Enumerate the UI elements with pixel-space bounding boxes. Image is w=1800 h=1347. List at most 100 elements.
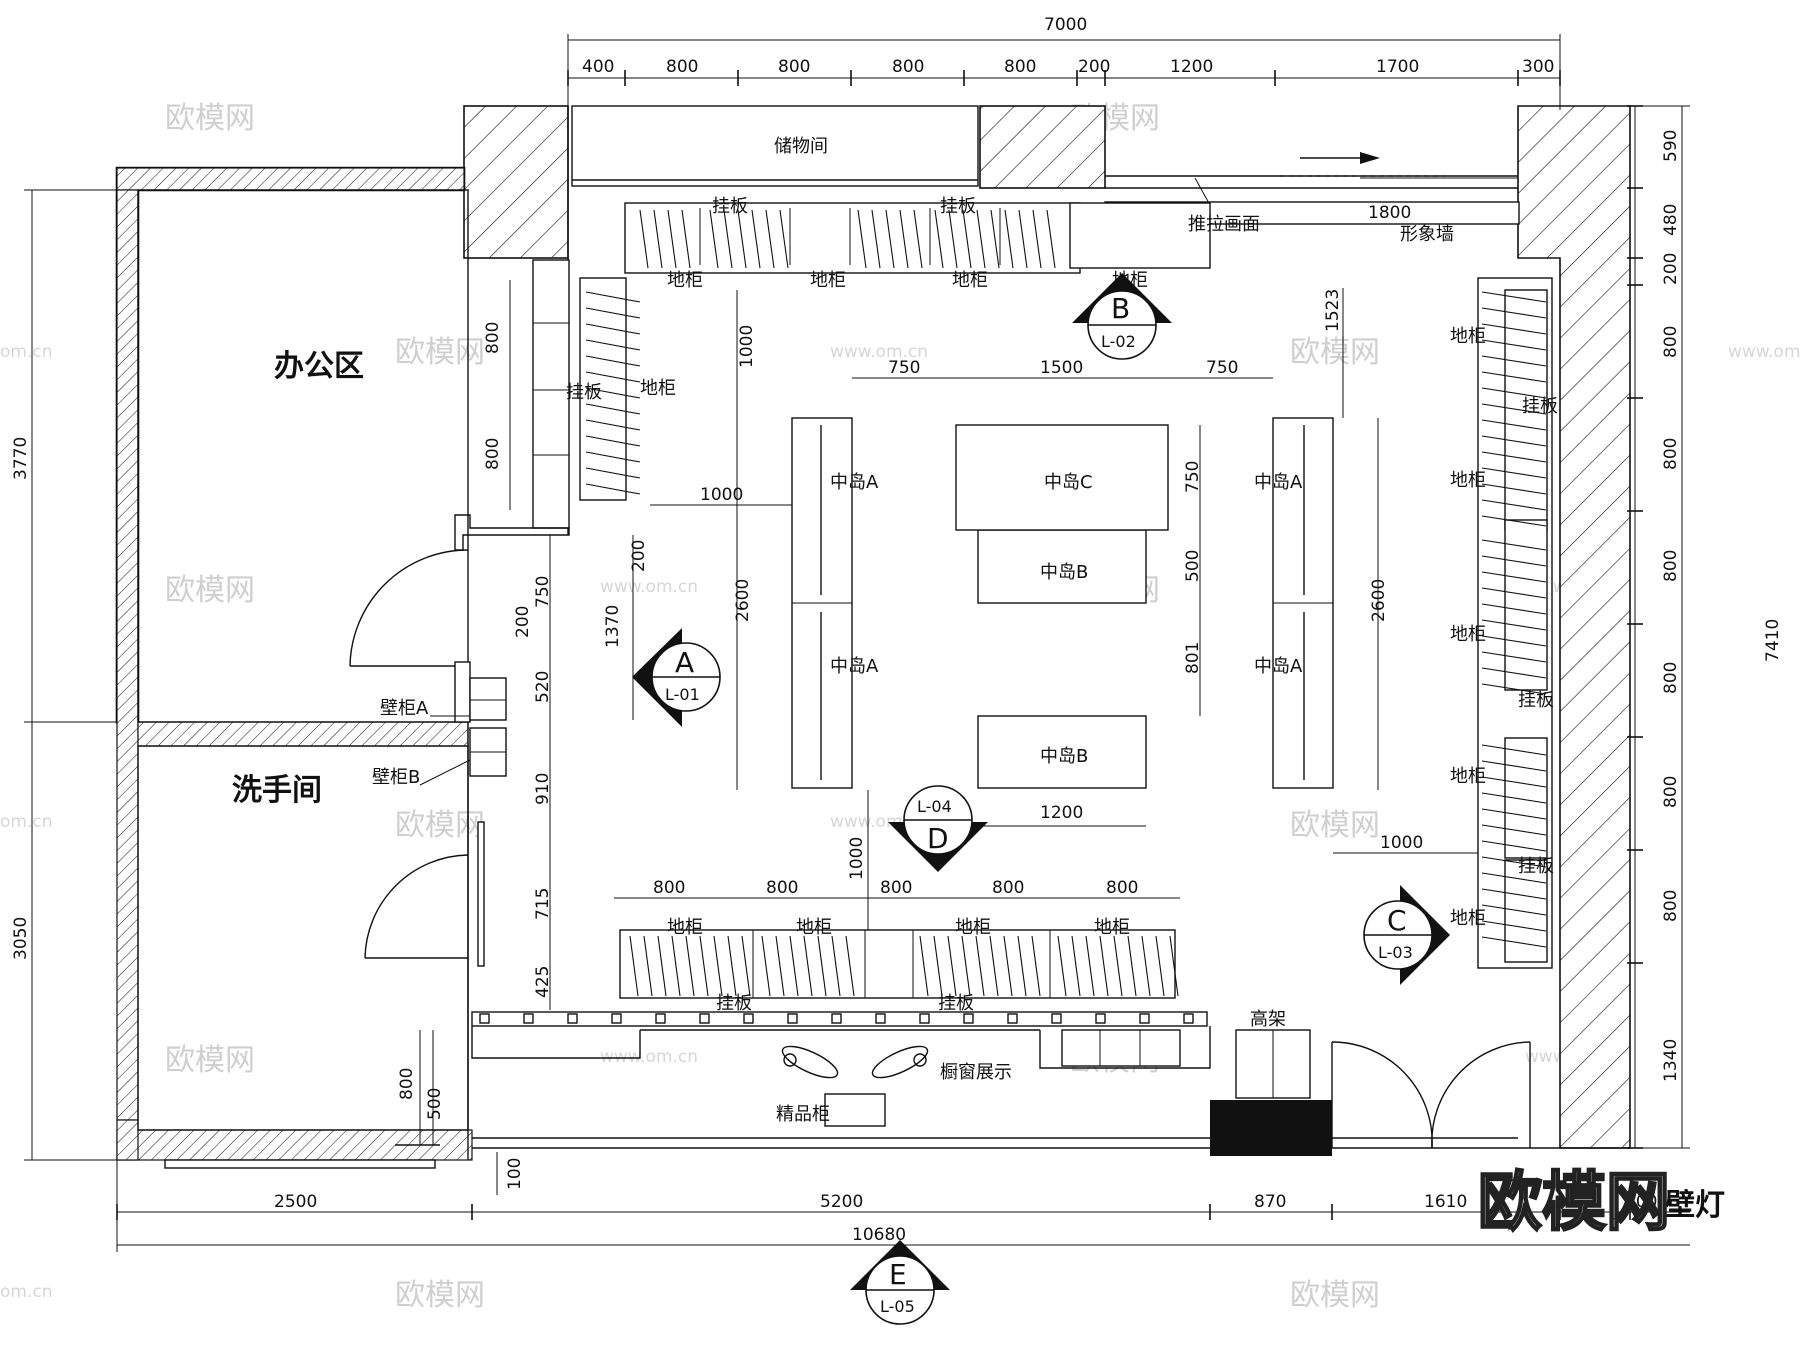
hanger-icon <box>585 435 641 447</box>
marker-e: E L-05 <box>850 1240 950 1325</box>
hanger-icon <box>934 209 944 269</box>
hanger-icon <box>1481 619 1547 631</box>
label-hanging-board: 挂板 <box>1522 396 1558 417</box>
hanger-icon <box>1099 935 1109 997</box>
label-floor-cabinet: 地柜 <box>1094 917 1130 938</box>
hanger-icon <box>899 209 909 269</box>
dim-door-col: 200 <box>513 606 533 638</box>
hanger-icon <box>1481 635 1547 647</box>
dim-door-col: 715 <box>533 888 553 920</box>
dim-top: 800 <box>1004 57 1036 77</box>
hanger-icon <box>585 467 641 479</box>
hanger-icon <box>765 209 775 269</box>
hanger-icon <box>741 935 751 997</box>
label-floor-cabinet: 地柜 <box>1450 908 1486 929</box>
dim-right: 800 <box>1661 890 1681 922</box>
hanger-icon <box>933 935 943 997</box>
hanger-icon <box>1113 935 1123 997</box>
dim-wash: 800 <box>397 1068 417 1100</box>
dim-top: 800 <box>778 57 810 77</box>
dim-bottom-cabinet: 800 <box>992 878 1024 898</box>
marker-letter: D <box>927 822 949 855</box>
bottom-cabinets <box>471 929 1208 1027</box>
hanger-icon <box>1481 323 1547 335</box>
hanger-icon <box>585 387 641 399</box>
hanger-icon <box>585 451 641 463</box>
walls <box>115 105 1631 1161</box>
hanger-icon <box>1481 856 1547 868</box>
dim-top: 800 <box>666 57 698 77</box>
marker-ref: L-01 <box>665 685 700 704</box>
hanger-icon <box>1046 209 1056 269</box>
dim-island-top: 750 <box>1206 358 1238 378</box>
hanger-icon <box>948 209 958 269</box>
label-hanging-board: 挂板 <box>1518 690 1554 711</box>
dim-gap: 1000 <box>847 837 867 880</box>
marker-letter: B <box>1111 292 1130 325</box>
rail-stud <box>787 1013 798 1024</box>
hanger-icon <box>1017 935 1027 997</box>
marker-ref: L-03 <box>1378 943 1413 962</box>
label-wall-cabinet-b: 壁柜B <box>372 767 420 788</box>
label-floor-cabinet: 地柜 <box>1450 470 1486 491</box>
hanger-icon <box>1481 920 1547 932</box>
hanger-icon <box>585 291 641 303</box>
label-wall-cabinet-a: 壁柜A <box>380 698 429 719</box>
label-hanging-board: 挂板 <box>566 382 602 403</box>
arrow-right-icon <box>1360 152 1380 164</box>
rail-stud <box>919 1013 930 1024</box>
office-door <box>349 549 471 723</box>
hanger-icon <box>1481 888 1547 900</box>
hanger-icon <box>751 209 761 269</box>
hanger-icon <box>585 323 641 335</box>
hanger-icon <box>1481 451 1547 463</box>
dim-top: 1200 <box>1170 57 1213 77</box>
label-island-a: 中岛A <box>830 472 879 493</box>
label-island-a: 中岛A <box>830 656 879 677</box>
dim-left: 3770 <box>11 437 31 480</box>
display-mannequin-icon <box>781 1045 929 1079</box>
dim-door-col: 910 <box>533 773 553 805</box>
dim-right: 1340 <box>1661 1039 1681 1082</box>
label-wall-lamp: 壁灯 <box>1665 1188 1725 1223</box>
watermark-url: www.om.cn <box>600 1047 698 1067</box>
hanger-icon <box>1481 840 1547 852</box>
dim-right: 800 <box>1661 438 1681 470</box>
hanger-icon <box>857 209 867 269</box>
label-floor-cabinet: 地柜 <box>667 270 703 291</box>
hanger-icon <box>1481 539 1547 551</box>
watermark: 欧模网 <box>165 101 255 136</box>
label-floor-cabinet: 地柜 <box>640 378 676 399</box>
rail-stud <box>743 1013 754 1024</box>
hanger-icon <box>1003 935 1013 997</box>
label-floor-cabinet: 地柜 <box>796 917 832 938</box>
dim-right: 800 <box>1661 662 1681 694</box>
watermark: 欧模网 <box>165 1043 255 1078</box>
label-hanging-board: 挂板 <box>1518 856 1554 877</box>
wall-column <box>979 105 1106 189</box>
hanger-icon <box>1481 936 1547 948</box>
label-high-shelf: 高架 <box>1250 1009 1286 1030</box>
labels: 办公区 洗手间 储物间 挂板 挂板 地柜 地柜 地柜 地柜 推拉画面 形象墙 挂… <box>232 136 1725 1223</box>
hanger-icon <box>671 935 681 997</box>
dim-1800: 1800 <box>1368 203 1411 223</box>
rail-stud <box>611 1013 622 1024</box>
marker-letter: E <box>889 1258 907 1291</box>
office-room <box>137 189 469 723</box>
label-island-a: 中岛A <box>1254 472 1303 493</box>
hanger-icon <box>1481 651 1547 663</box>
hanger-icon <box>1481 355 1547 367</box>
hanger-icon <box>1481 824 1547 836</box>
dim-storage: 800 <box>483 322 503 354</box>
dim-bottom-cabinet: 800 <box>1106 878 1138 898</box>
hanger-icon <box>1127 935 1137 997</box>
rail-stud <box>963 1013 974 1024</box>
watermark: 欧模网 <box>1290 1278 1380 1313</box>
label-hanging-board: 挂板 <box>940 196 976 217</box>
hanger-icon <box>1032 209 1042 269</box>
dim-wash: 500 <box>425 1088 445 1120</box>
room-storage: 储物间 <box>774 136 828 157</box>
dim-top: 1700 <box>1376 57 1419 77</box>
watermark-url: www.om.cn <box>1728 342 1800 362</box>
